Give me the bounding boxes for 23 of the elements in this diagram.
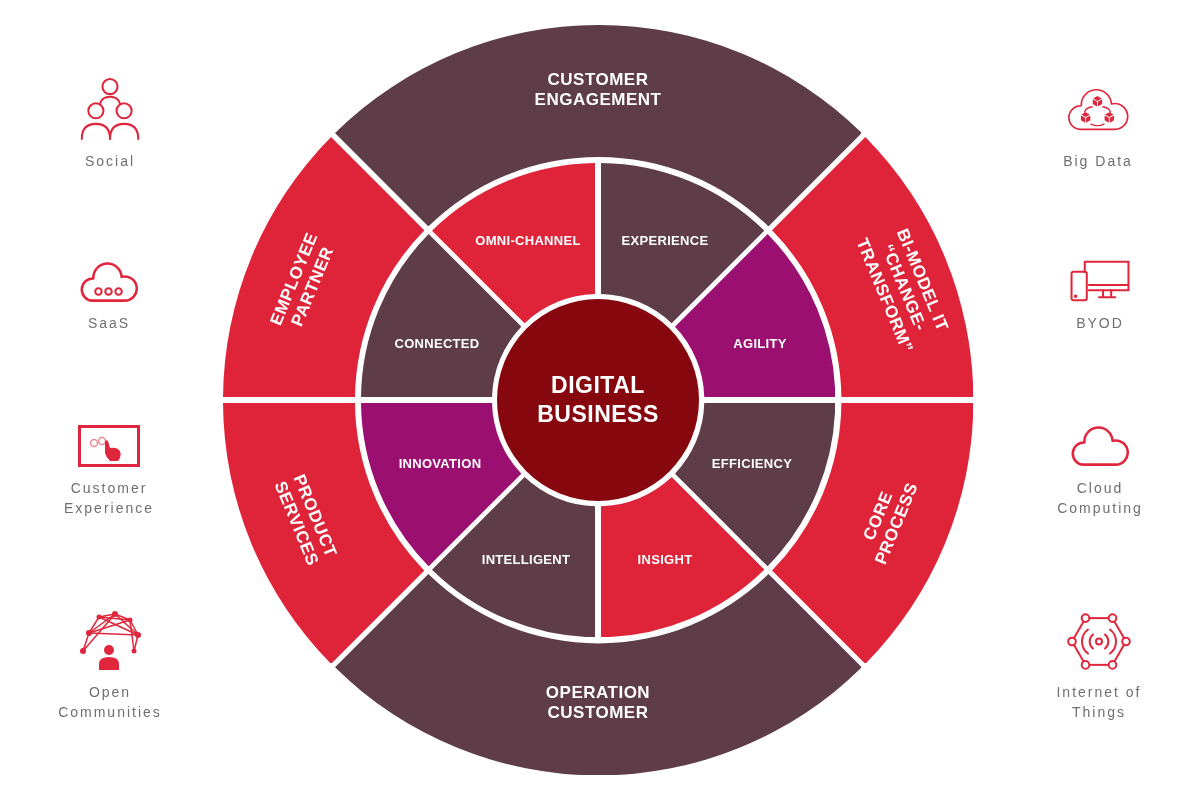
icon-caption: Cloud Computing: [1056, 479, 1144, 518]
ring-segment: [432, 476, 596, 637]
ring-segment: [600, 163, 764, 324]
icon-caption: Big Data: [1062, 152, 1134, 171]
ring-segment: [432, 163, 596, 324]
segment-label: OMNI-CHANNEL: [475, 233, 581, 249]
icon-caption: Internet of Things: [1055, 683, 1143, 722]
segment-label: OPERATION CUSTOMER: [545, 682, 651, 724]
center-label: DIGITAL BUSINESS: [536, 371, 660, 429]
segment-label: AGILITY: [733, 336, 787, 352]
segment-label: CUSTOMER ENGAGEMENT: [534, 69, 662, 111]
icon-caption: Customer Experience: [63, 479, 155, 518]
icon-caption: Social: [84, 152, 136, 171]
icon-caption: BYOD: [1075, 314, 1125, 333]
icon-caption: SaaS: [87, 314, 131, 333]
ring-segment: [600, 476, 764, 637]
segment-label: EXPERIENCE: [621, 233, 709, 249]
icon-caption: Open Communities: [57, 683, 163, 722]
segment-label: INTELLIGENT: [481, 552, 571, 568]
segment-label: CONNECTED: [394, 336, 480, 352]
segment-label: INNOVATION: [398, 456, 482, 472]
segment-label: EFFICIENCY: [711, 456, 793, 472]
segment-label: INSIGHT: [637, 552, 693, 568]
